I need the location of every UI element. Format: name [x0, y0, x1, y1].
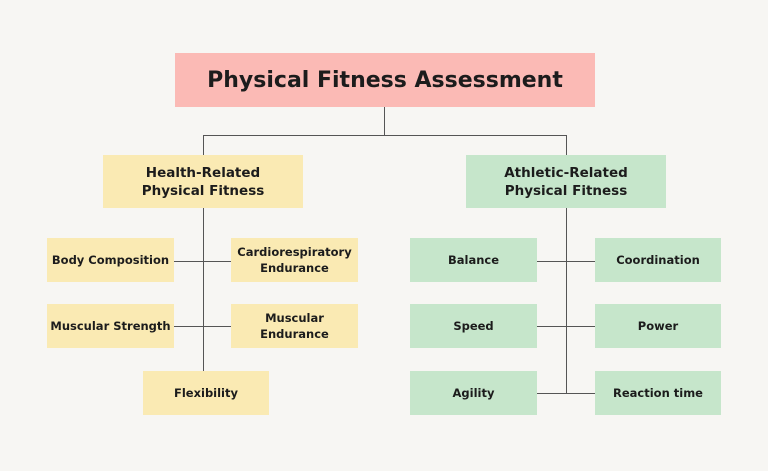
leaf-body-composition: Body Composition: [47, 238, 174, 282]
leaf-speed: Speed: [410, 304, 537, 348]
category-label: Health-Related: [145, 164, 261, 181]
leaf-label: Muscular Strength: [50, 319, 171, 333]
leaf-power: Power: [595, 304, 721, 348]
connector: [203, 135, 204, 155]
leaf-label: Balance: [447, 253, 500, 267]
leaf-cardio: Cardiorespiratory Endurance: [231, 238, 358, 282]
leaf-label: Speed: [453, 319, 494, 333]
leaf-label: Muscular Endurance: [260, 311, 329, 341]
category-label: Physical Fitness: [504, 182, 628, 199]
category-label: Physical Fitness: [141, 182, 265, 199]
leaf-balance: Balance: [410, 238, 537, 282]
leaf-agility: Agility: [410, 371, 537, 415]
root-node: Physical Fitness Assessment: [175, 53, 595, 107]
category-label: Athletic-Related: [504, 164, 628, 181]
root-title: Physical Fitness Assessment: [207, 67, 563, 93]
leaf-label: Body Composition: [51, 253, 170, 267]
connector: [537, 326, 595, 327]
connector: [203, 208, 204, 371]
leaf-label: Reaction time: [613, 386, 703, 400]
leaf-label: Cardiorespiratory Endurance: [237, 245, 352, 275]
leaf-coordination: Coordination: [595, 238, 721, 282]
connector: [566, 135, 567, 155]
connector: [537, 261, 595, 262]
connector: [174, 326, 231, 327]
connector: [174, 261, 231, 262]
leaf-flexibility: Flexibility: [143, 371, 269, 415]
leaf-label: Flexibility: [173, 386, 238, 400]
leaf-muscular-endurance: Muscular Endurance: [231, 304, 358, 348]
leaf-label: Power: [637, 319, 679, 333]
leaf-reaction-time: Reaction time: [595, 371, 721, 415]
connector: [537, 393, 595, 394]
leaf-muscular-strength: Muscular Strength: [47, 304, 174, 348]
leaf-label: Coordination: [616, 253, 700, 267]
leaf-label: Agility: [452, 386, 495, 400]
connector: [384, 107, 385, 135]
connector: [203, 135, 567, 136]
connector: [566, 208, 567, 393]
